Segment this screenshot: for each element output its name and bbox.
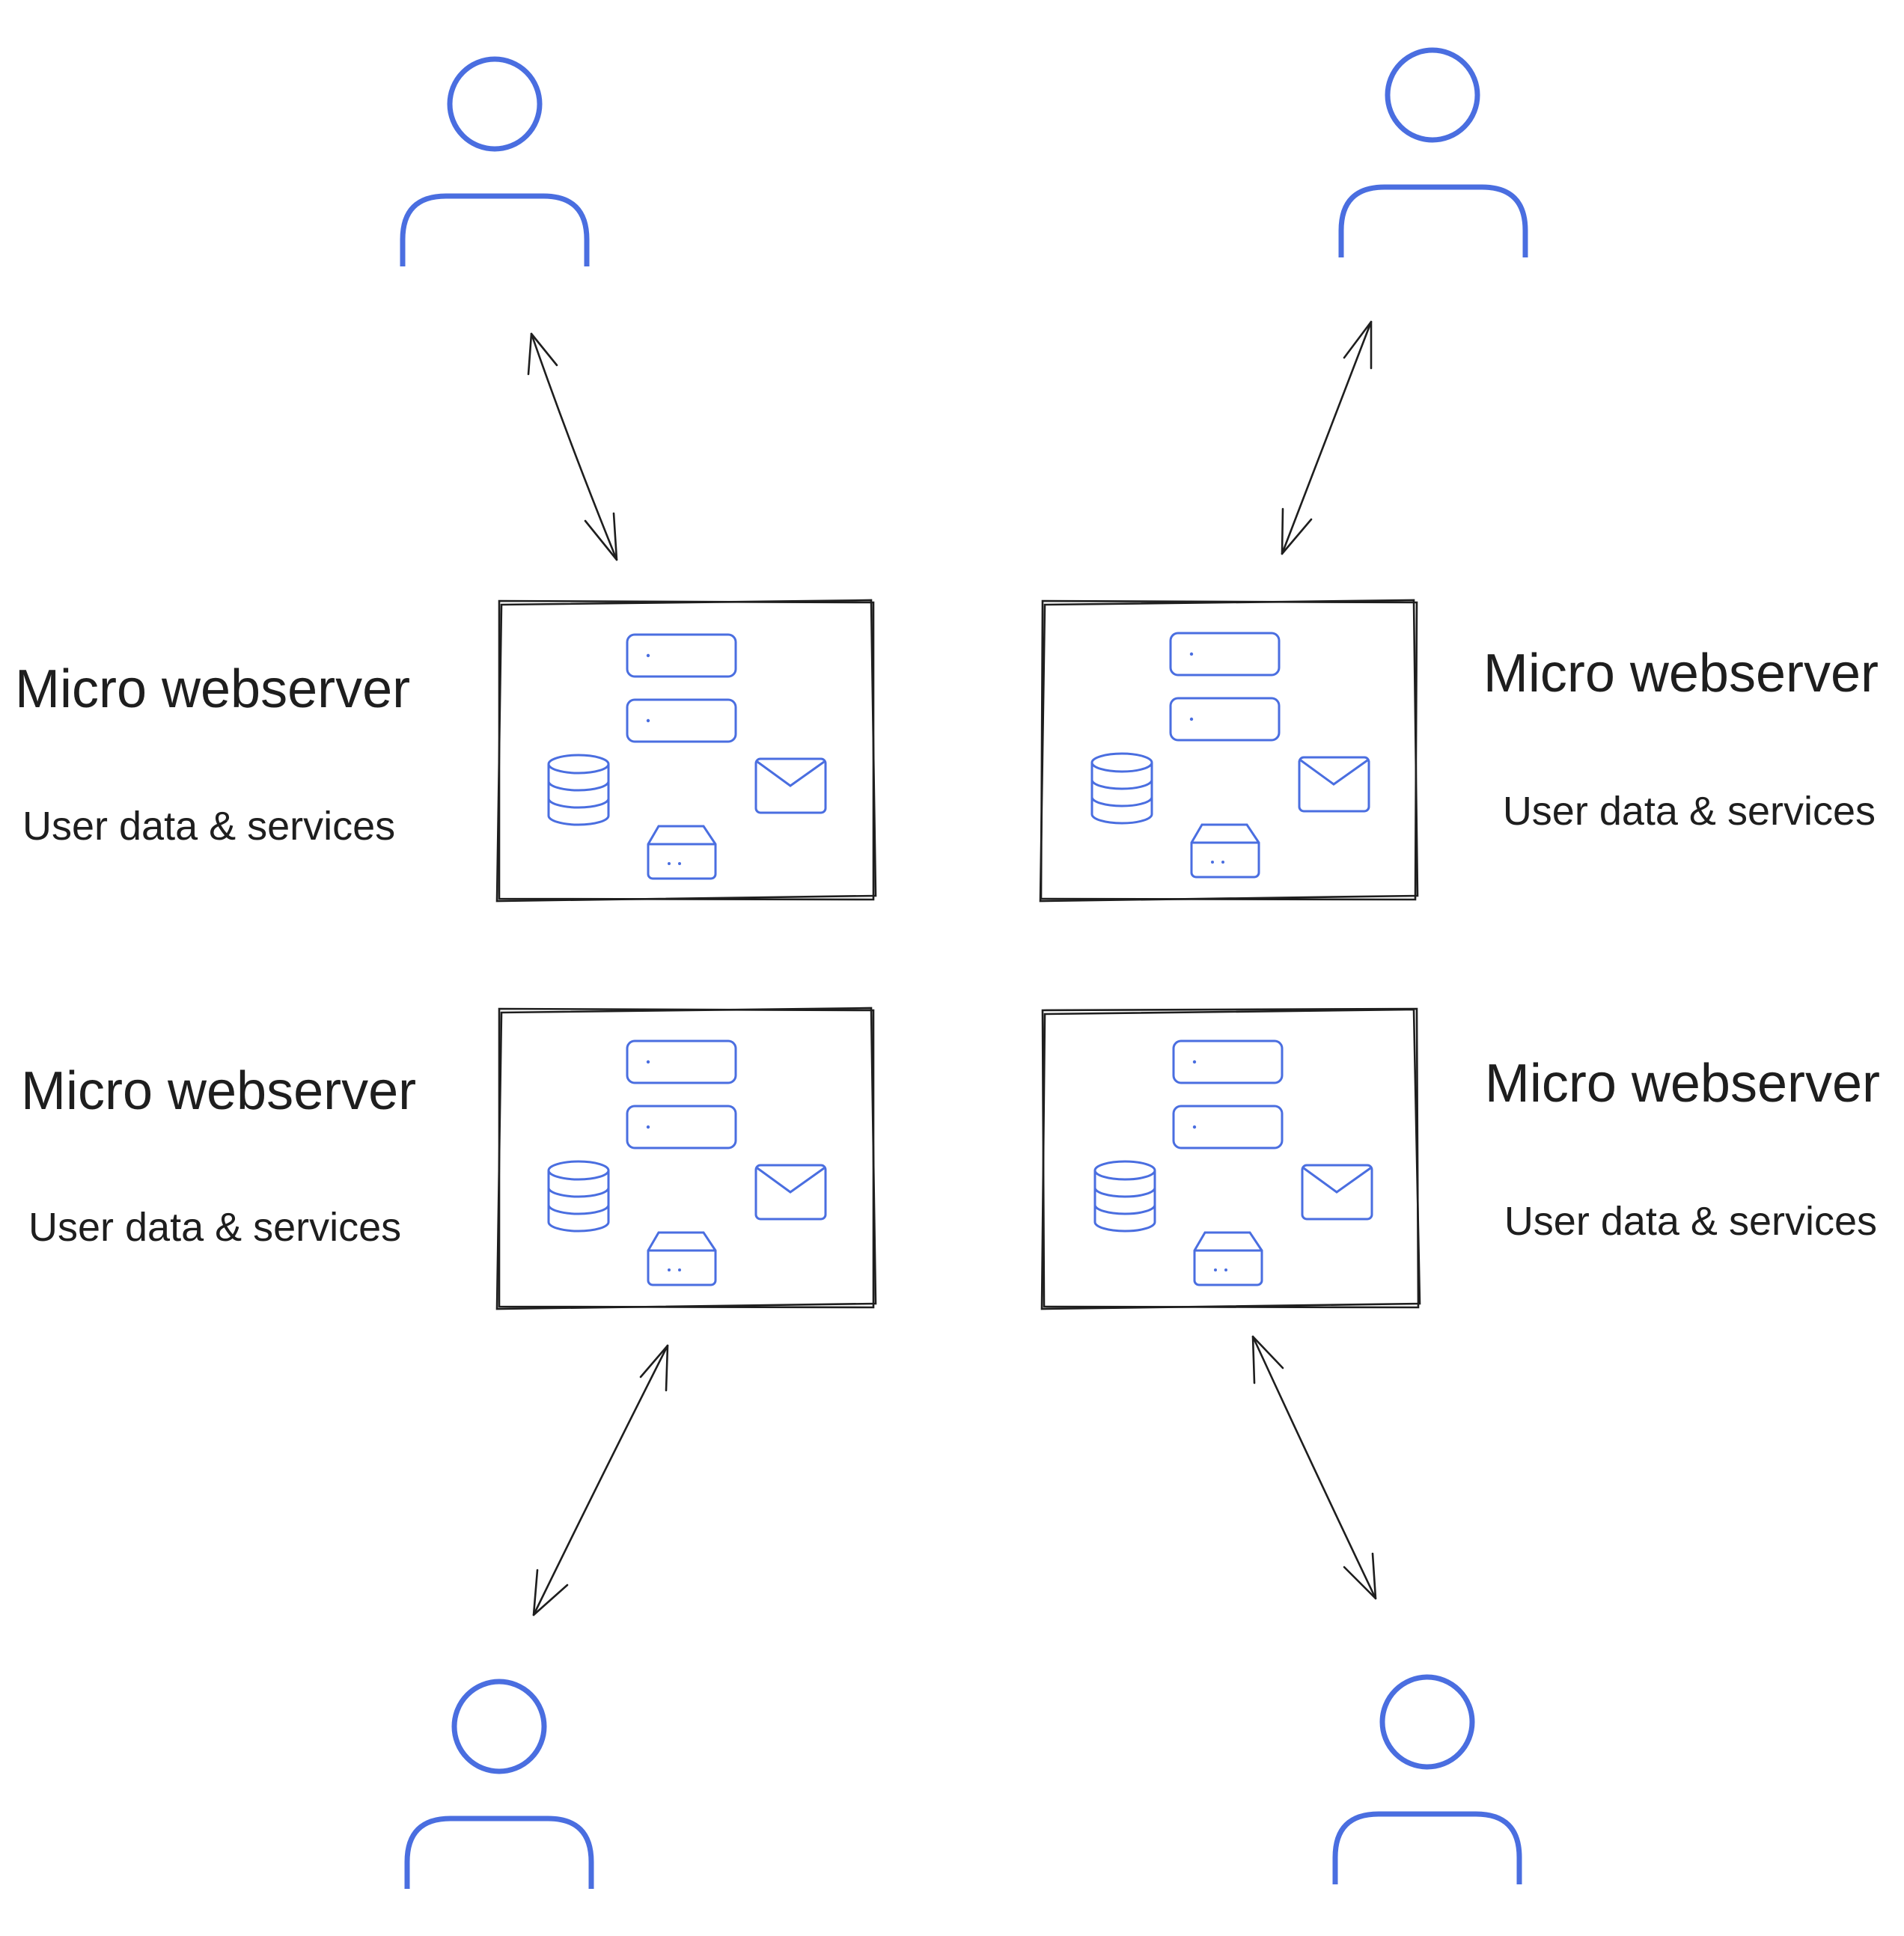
mail-icon [1298, 756, 1370, 813]
server-box-bottom-left [495, 1007, 877, 1310]
storage-drive-icon [1193, 1231, 1263, 1286]
server-subtitle: User data & services [28, 1205, 401, 1250]
database-icon [547, 1160, 610, 1233]
bidirectional-arrow-bottom-right [1251, 1335, 1377, 1600]
server-title: Micro webserver [1485, 1054, 1880, 1114]
user-icon-top-right [1338, 47, 1528, 257]
database-icon [547, 754, 610, 826]
user-icon-bottom-left [404, 1679, 594, 1889]
database-icon [1093, 1160, 1156, 1233]
bidirectional-arrow-bottom-left [532, 1344, 669, 1616]
server-title: Micro webserver [15, 659, 410, 719]
server-box-top-right [1039, 599, 1419, 903]
server-box-bottom-right [1040, 1007, 1421, 1310]
mail-icon [754, 757, 827, 814]
server-title: Micro webserver [21, 1061, 416, 1121]
server-subtitle: User data & services [1504, 1199, 1877, 1244]
server-box-top-left [495, 599, 877, 903]
mail-icon [754, 1164, 827, 1221]
storage-drive-icon [647, 1231, 717, 1286]
server-rack-icon [626, 633, 737, 743]
mail-icon [1301, 1164, 1373, 1221]
server-rack-icon [1172, 1039, 1284, 1149]
user-icon-bottom-right [1332, 1674, 1522, 1884]
storage-drive-icon [647, 825, 717, 880]
server-rack-icon [626, 1039, 737, 1149]
user-icon-top-left [400, 56, 590, 266]
server-rack-icon [1169, 632, 1281, 742]
bidirectional-arrow-top-right [1281, 320, 1373, 555]
storage-drive-icon [1190, 823, 1260, 879]
database-icon [1090, 752, 1153, 825]
server-subtitle: User data & services [1503, 789, 1876, 834]
server-subtitle: User data & services [22, 804, 395, 849]
server-title: Micro webserver [1483, 644, 1879, 703]
bidirectional-arrow-top-left [527, 332, 618, 561]
